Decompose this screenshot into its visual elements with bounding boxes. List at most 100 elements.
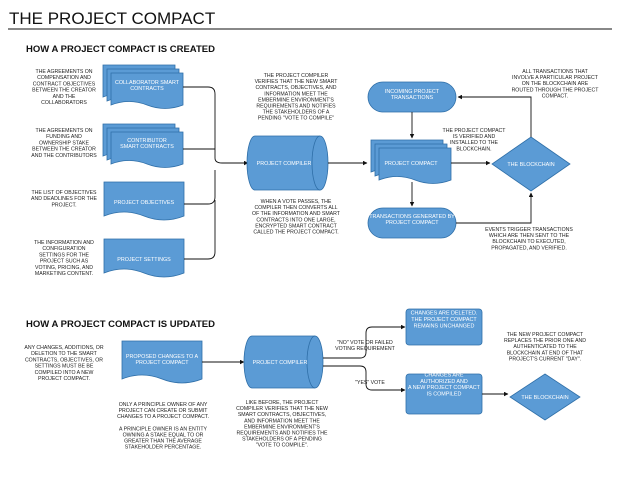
text-line: ROUTED THROUGH THE PROJECT: [512, 87, 600, 93]
update-blockchain-label: THE BLOCKCHAIN: [521, 395, 568, 401]
text-line: AND INFORMATION MEET THE: [244, 418, 320, 424]
text-line: GREATER THAN THE AVERAGE: [124, 439, 202, 445]
edge-no-vote: [323, 324, 406, 359]
text-line: "YES" VOTE: [355, 380, 385, 386]
created-heading: HOW A PROJECT COMPACT IS CREATED: [26, 44, 215, 55]
text-line: PROJECT COMPILER: [257, 161, 312, 167]
text-line: COMPILER THEN CONVERTS ALL: [254, 205, 337, 211]
text-line: CONTRACT OBJECTIVES: [33, 81, 96, 87]
text-line: TRANSACTIONS GENERATED BY: [369, 214, 455, 220]
text-line: THE PROJECT COMPACT: [411, 317, 477, 323]
text-line: A PRINCIPLE OWNER IS AN ENTITY: [119, 426, 207, 432]
text-line: PROJECT OBJECTIVES: [114, 200, 175, 206]
text-line: CHANGES ARE DELETED.: [411, 311, 478, 317]
text-line: INFORMATION MEET THE: [264, 91, 328, 97]
text-line: WHICH ARE THEN SENT TO THE: [489, 233, 570, 239]
text-line: DELETION TO THE SMART: [31, 351, 97, 357]
text-line: COMPILER VERIFIES THAT THE NEW: [236, 406, 328, 412]
text-line: PROJECT SUCH AS: [40, 259, 89, 265]
text-line: THE AGREEMENTS ON: [35, 69, 92, 75]
text-line: WHEN A VOTE PASSES, THE: [261, 199, 332, 205]
text-line: CHANGES TO A PROJECT COMPACT.: [117, 414, 209, 420]
text-line: AUTHENTICATED TO THE: [513, 344, 577, 350]
text-line: OWNERSHIP STAKE: [39, 140, 90, 146]
text-line: CONTRIBUTOR: [127, 138, 167, 144]
text-line: STAKEHOLDERS OF A PENDING: [242, 437, 322, 443]
text-line: CONFIGURATION: [42, 246, 85, 252]
text-line: THE BLOCKCHAIN: [507, 162, 554, 168]
text-line: PROJECT COMPACT: [385, 220, 439, 226]
text-line: PROJECT COMPACT: [384, 161, 438, 167]
edge-settings-to-compiler: [184, 200, 216, 260]
text-line: ONLY A PRINCIPLE OWNER OF ANY: [119, 402, 208, 408]
text-line: THE BLOCKCHAIN: [521, 395, 568, 401]
text-line: AUTHORIZED AND: [420, 379, 468, 385]
text-line: VERIFIES THAT THE NEW SMART: [255, 79, 339, 85]
text-line: SETTINGS MUST BE BE: [35, 364, 94, 370]
text-line: CONTRACTS: [130, 86, 164, 92]
text-line: EMBERMINE ENVIRONMENT'S: [258, 97, 334, 103]
text-line: THE LIST OF OBJECTIVES: [31, 190, 97, 196]
blockchain-label: THE BLOCKCHAIN: [507, 162, 554, 168]
text-line: PROJECT'S CURRENT "DAY".: [509, 356, 581, 362]
text-line: OWNING A STAKE EQUAL TO OR: [123, 433, 204, 439]
text-line: TRANSACTIONS: [391, 95, 434, 101]
update-blockchain-node: THE BLOCKCHAIN: [509, 373, 581, 421]
project-objectives-label: PROJECT OBJECTIVES: [114, 200, 175, 206]
text-line: THE INFORMATION AND: [34, 240, 94, 246]
page-title: THE PROJECT COMPACT: [9, 9, 215, 28]
text-line: PROPAGATED, AND VERIFIED.: [491, 245, 567, 251]
text-line: IS VERIFIED AND: [453, 134, 496, 140]
text-line: COLLABORATORS: [41, 100, 87, 106]
text-line: AND THE CONTRIBUTORS: [31, 153, 97, 159]
updated-heading: HOW A PROJECT COMPACT IS UPDATED: [26, 319, 215, 330]
text-line: MARKETING CONTENT.: [35, 271, 93, 277]
text-line: BETWEEN THE CREATOR: [32, 147, 96, 153]
text-line: VOTING, PRICING, AND: [35, 265, 93, 271]
text-line: PROJECT CAN CREATE OR SUBMIT: [119, 408, 209, 414]
update-compiler-node: PROJECT COMPILER: [243, 335, 324, 389]
text-line: CONTRACTS, OBJECTIVES, AND: [256, 85, 337, 91]
project-compact-label: PROJECT COMPACT: [384, 161, 438, 167]
text-line: PROJECT SETTINGS: [117, 257, 171, 263]
text-line: IS COMPILED: [427, 392, 462, 398]
text-line: THE AGREEMENTS ON: [35, 128, 92, 134]
text-line: PROJECT.: [51, 202, 76, 208]
text-line: A NEW PROJECT COMPACT: [408, 385, 481, 391]
text-line: CONTRACTS, OBJECTIVES, OR: [25, 357, 103, 363]
text-line: INSTALLED TO THE: [450, 140, 499, 146]
text-line: PROJECT COMPACT.: [38, 376, 90, 382]
text-line: BETWEEN THE CREATOR: [32, 88, 96, 94]
project-compiler-label: PROJECT COMPILER: [257, 161, 312, 167]
text-line: CALLED THE PROJECT COMPACT.: [253, 230, 338, 236]
text-line: COMPENSATION AND: [37, 75, 91, 81]
text-line: COMPACT.: [542, 93, 568, 99]
text-line: BLOCKCHAIN TO EXECUTED,: [492, 239, 565, 245]
text-line: THE NEW PROJECT COMPACT: [507, 332, 584, 338]
text-line: ON THE BLOCKCHAIN ARE: [522, 81, 589, 87]
text-line: STAKEHOLDER PERCENTAGE.: [125, 445, 201, 451]
text-line: EMBERMINE ENVIRONMENT'S: [244, 424, 320, 430]
edge-objectives-to-compiler: [184, 170, 216, 205]
text-line: BLOCKCHAIN AT END OF THAT: [507, 350, 584, 356]
text-line: "NO" VOTE OR FAILED: [337, 340, 393, 346]
text-line: LIKE BEFORE, THE PROJECT: [246, 400, 320, 406]
